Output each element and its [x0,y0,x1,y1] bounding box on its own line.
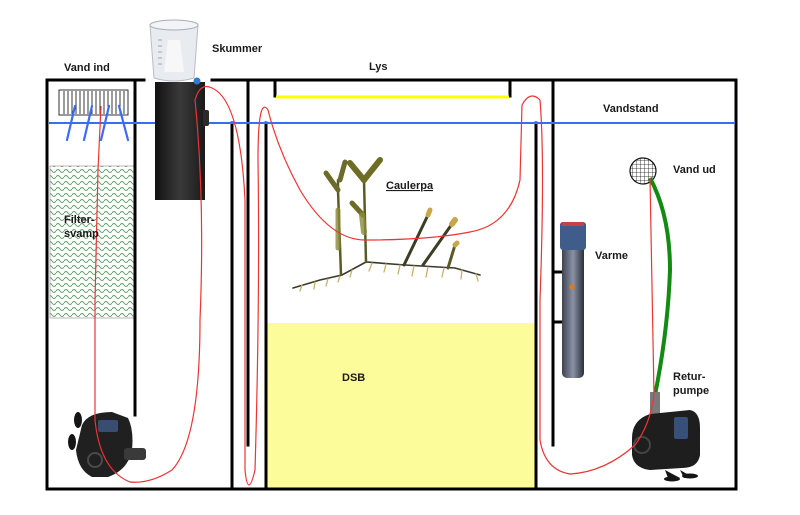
label-light: Lys [369,61,388,73]
inlet-grate [58,89,129,116]
label-water-level: Vandstand [603,103,659,115]
heater [560,222,586,378]
label-return-pump-1: Retur- [673,371,706,383]
label-return-pump-2: pumpe [673,385,709,397]
return-pump [632,392,700,482]
label-heater: Varme [595,250,628,262]
label-dsb: DSB [342,372,365,384]
label-caulerpa: Caulerpa [386,180,434,192]
filter-sponge [49,165,135,319]
label-water-in: Vand ind [64,62,110,74]
skimmer [149,19,209,200]
label-filter-sponge-1: Filter- [64,214,95,226]
label-water-out: Vand ud [673,164,716,176]
water-flow-path [94,85,655,486]
tank-walls [45,78,738,491]
water-outlet-nozzle [629,157,657,185]
label-filter-sponge-2: svamp [64,228,99,240]
dsb-sand-bed [267,323,535,488]
label-skimmer: Skummer [212,43,263,55]
circulation-pump [68,412,146,477]
caulerpa-algae [292,157,481,292]
return-hose [648,177,673,396]
